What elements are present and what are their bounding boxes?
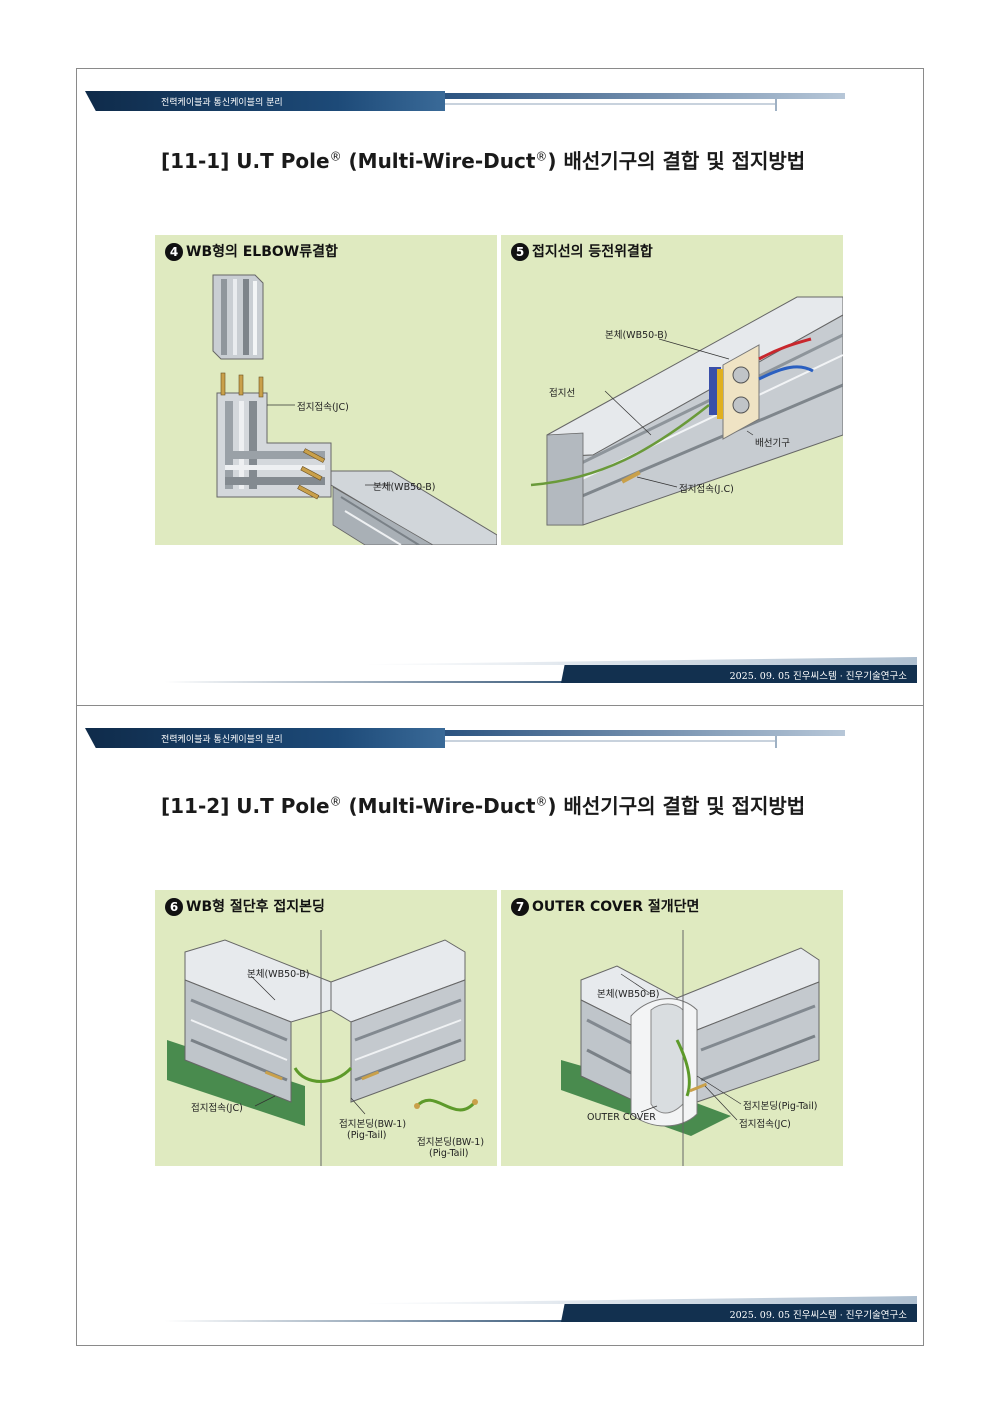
leader-line [704,1085,738,1121]
callout-ground-wire: 접지선 [549,388,576,399]
registered-mark: ® [535,149,548,164]
footer-bar [561,1304,917,1322]
footer-stripe [365,1296,917,1304]
header-label: 전력케이블과 통신케이블의 분리 [161,98,283,108]
red-wire [758,337,812,361]
vertical-duct-piece [212,274,264,360]
panel-title-text: 접지선의 등전위결합 [532,244,653,260]
slide-footer: 2025. 09. 05 진우씨스템 · 진우기술연구소 [165,657,917,685]
elbow-coupling-illustration [212,274,497,545]
footer-bar [561,665,917,683]
page-title: [11-1] U.T Pole® (Multi-Wire-Duct®) 배선기구… [161,145,805,174]
leader-line [640,1105,658,1113]
panel-title-text: OUTER COVER 절개단면 [532,899,700,915]
leader-line [696,1075,742,1105]
title-part: (Multi-Wire-Duct [341,794,536,818]
callout-body: 본체(WB50-B) [373,482,436,493]
footer-line [165,681,565,683]
page-title: [11-2] U.T Pole® (Multi-Wire-Duct®) 배선기구… [161,790,805,819]
callout-jc: 접지접속(J.C) [679,484,734,495]
leader-line [636,476,678,488]
callout-jc: 접지접속(JC) [191,1103,243,1114]
header-stripe [445,730,845,736]
callout-body: 본체(WB50-B) [597,989,660,1000]
callout-outer-cover: OUTER COVER [587,1112,656,1123]
title-part: (Multi-Wire-Duct [341,149,536,173]
left-duct [184,939,332,1103]
step-number-badge: 6 [165,898,183,916]
cut-bonding-illustration [167,930,478,1166]
header-stripe [445,93,845,99]
title-part: [11-1] U.T Pole [161,149,330,173]
header-tick [775,99,777,111]
jc-connector [621,470,641,484]
callout-wiring-device: 배선기구 [755,438,790,449]
header-tick [775,736,777,748]
leader-line [746,430,754,436]
leader-line [620,973,652,995]
callout-pigtail-2: (Pig-Tail) [429,1148,469,1159]
title-part: ) 배선기구의 결합 및 접지방법 [547,149,806,173]
panel-title-text: WB형 절단후 접지본딩 [186,899,325,915]
footer-text: 2025. 09. 05 진우씨스템 · 진우기술연구소 [729,671,907,682]
wiring-device [709,344,760,440]
header-bar [85,91,445,111]
outer-cover-section-illustration [561,930,820,1166]
callout-pigtail: (Pig-Tail) [347,1130,387,1141]
bonding-wire [293,1066,353,1083]
ground-wire [530,404,710,487]
outer-cover-shell [630,998,698,1127]
callout-jc: 접지접속(JC) [297,402,349,413]
bonding-wire [675,1039,691,1097]
title-part: [11-2] U.T Pole [161,794,330,818]
callout-jc: 접지접속(JC) [739,1119,791,1130]
slide-11-2: 전력케이블과 통신케이블의 분리 [11-2] U.T Pole® (Multi… [76,706,924,1346]
header-thin-line [445,103,775,105]
step-number-badge: 4 [165,243,183,261]
header-bar [85,728,445,748]
horizontal-duct-body [330,470,497,545]
right-duct [330,939,466,1103]
footer-line [165,1320,565,1322]
registered-mark: ® [329,794,342,809]
slide-11-1: 전력케이블과 통신케이블의 분리 [11-1] U.T Pole® (Multi… [76,68,924,706]
jc-pins-horizontal [297,448,326,500]
footer-text: 2025. 09. 05 진우씨스템 · 진우기술연구소 [729,1310,907,1321]
callout-bonding-2: 접지본딩(BW-1) [417,1137,485,1148]
jc-pins-vertical [220,372,264,398]
callout-body: 본체(WB50-B) [605,330,668,341]
callout-body: 본체(WB50-B) [247,969,310,980]
step-number-badge: 7 [511,898,529,916]
leader-line [254,1095,276,1107]
header-thin-line [445,740,775,742]
right-duct [676,947,820,1103]
slide-header: 전력케이블과 통신케이블의 분리 [85,728,845,750]
bonding-wire-loose [415,1098,477,1112]
slide-header: 전력케이블과 통신케이블의 분리 [85,91,845,113]
slide-footer: 2025. 09. 05 진우씨스템 · 진우기술연구소 [165,1296,917,1324]
panel-title-text: WB형의 ELBOW류결합 [186,244,338,260]
callout-bonding: 접지본딩(Pig-Tail) [743,1101,818,1112]
leader-line [250,975,276,1001]
registered-mark: ® [329,149,342,164]
leader-line [658,338,730,360]
registered-mark: ® [535,794,548,809]
equipotential-bonding-illustration [530,296,843,526]
leader-line [604,390,652,436]
footer-stripe [365,657,917,665]
blue-wire [758,365,814,381]
callout-bonding: 접지본딩(BW-1) [339,1119,407,1130]
step-number-badge: 5 [511,243,529,261]
leader-line [350,1097,366,1115]
header-label: 전력케이블과 통신케이블의 분리 [161,735,283,745]
title-part: ) 배선기구의 결합 및 접지방법 [547,794,806,818]
